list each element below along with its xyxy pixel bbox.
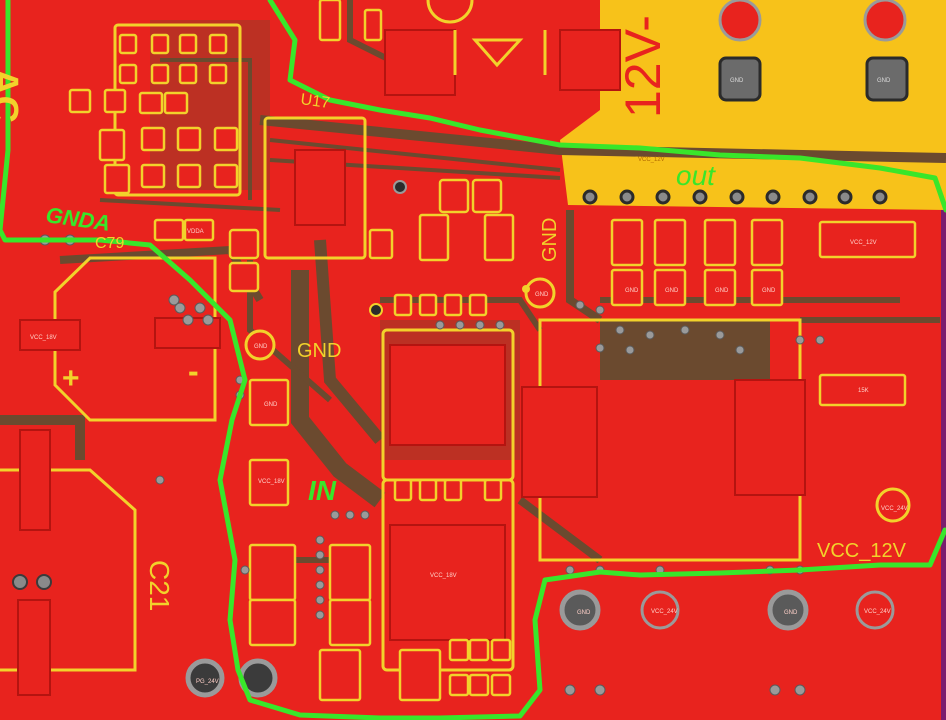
silk-12v-label: 12V- — [615, 15, 671, 118]
smd-pads[interactable] — [68, 0, 917, 702]
silk-text-group: AC C79 U17 GND GND 12V- VCC_12V C21 + - — [0, 15, 907, 611]
pad-net-labels: GND VCC_18V VCC_18V VDDA PG_24V GND VCC_… — [30, 78, 908, 685]
annotation-in: IN — [308, 475, 337, 506]
pad-label: VCC_12V — [638, 157, 665, 163]
pad-label: GND — [577, 610, 591, 616]
pad-label: VCC_24V — [864, 609, 891, 615]
pad-label: VCC_18V — [30, 335, 57, 341]
pad-label: VCC_24V — [881, 506, 908, 512]
pad-label: GND — [254, 344, 268, 350]
pad-label: GND — [625, 288, 639, 294]
silk-ac-label: AC — [0, 68, 25, 123]
pad-label: 15K — [858, 388, 869, 394]
pad-label: VCC_18V — [430, 573, 457, 579]
silk-minus-label: - — [188, 353, 199, 389]
board-edge — [941, 200, 946, 720]
pad-label: GND — [784, 610, 798, 616]
pad-label: PG_24V — [196, 679, 219, 685]
pad-label: GND — [665, 288, 679, 294]
silk-gnd-label-left: GND — [297, 340, 341, 362]
pad-label: VCC_12V — [850, 240, 877, 246]
pad-label: VCC_18V — [258, 479, 285, 485]
pad-label: GND — [877, 78, 891, 84]
pad-label: VDDA — [187, 229, 204, 235]
connector-symbol — [426, 0, 547, 75]
pad-label: GND — [535, 292, 549, 298]
silk-c79-label: C79 — [95, 235, 124, 252]
silk-u17-label: U17 — [299, 91, 331, 112]
pad-label: GND — [715, 288, 729, 294]
pad-label: GND — [762, 288, 776, 294]
pad-label: GND — [730, 78, 744, 84]
silk-vcc-12v-label: VCC_12V — [817, 540, 907, 562]
silk-plus-label: + — [62, 362, 80, 395]
large-components — [17, 29, 806, 696]
annotation-out: out — [676, 160, 716, 191]
terminal-holes[interactable] — [12, 0, 911, 698]
silk-c21-label: C21 — [144, 560, 175, 611]
silk-gnd-label-right: GND — [539, 218, 561, 262]
pad-label: GND — [264, 402, 278, 408]
pad-label: VCC_24V — [651, 609, 678, 615]
annotation-out-region — [267, 0, 946, 213]
